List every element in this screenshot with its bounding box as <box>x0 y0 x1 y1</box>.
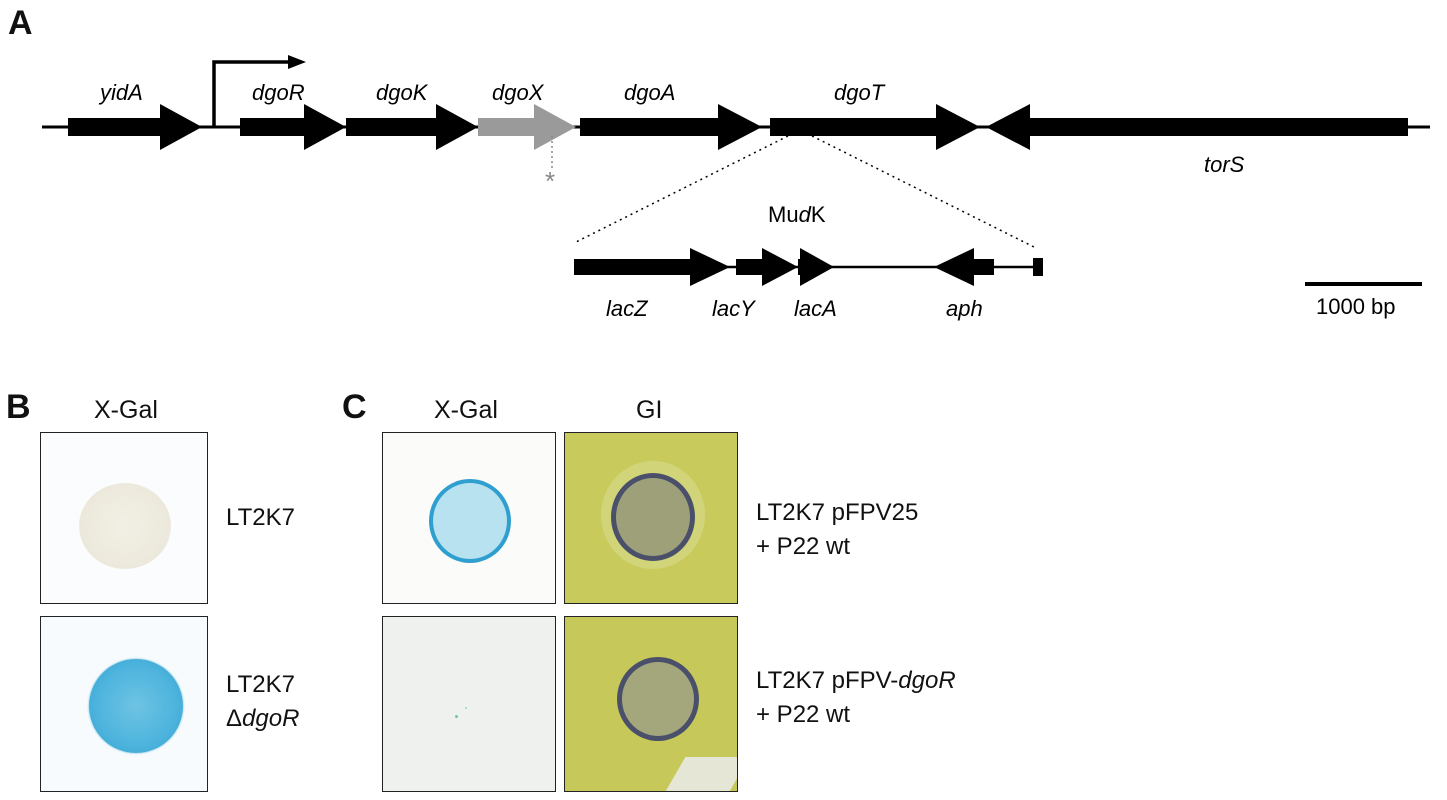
gene-map: * yidA dgoR dgoK dgoX dgoA dgoT torS Mud… <box>42 55 1430 321</box>
gene-label-dgoK: dgoK <box>376 80 429 105</box>
strain-label-b2-line1: LT2K7 <box>226 671 295 698</box>
strain-label-b2-gene: dgoR <box>242 705 300 732</box>
plaque-ring-blue <box>429 479 511 563</box>
plate-c2-xgal <box>382 616 556 792</box>
mutation-asterisk: * <box>545 166 555 196</box>
speck-2 <box>465 707 467 709</box>
strain-label-b1: LT2K7 <box>226 504 295 531</box>
strain-label-c1-prefix: LT2K7 pFPV25 <box>756 499 919 526</box>
strain-label-b2-line2: ΔdgoR <box>226 702 299 736</box>
gene-label-torS: torS <box>1204 152 1245 177</box>
promoter-arrowhead <box>288 55 306 69</box>
gene-label-lacZ: lacZ <box>606 296 649 321</box>
gene-yidA-arrow <box>68 104 202 150</box>
insert-name-pre: Mu <box>768 202 799 227</box>
gene-label-dgoR: dgoR <box>252 80 305 105</box>
gene-label-dgoT: dgoT <box>834 80 886 105</box>
gene-label-aph: aph <box>946 296 983 321</box>
strain-label-b2: LT2K7 ΔdgoR <box>226 668 299 736</box>
gene-dgoT-arrow <box>770 104 980 150</box>
plate-b-lt2k7 <box>40 432 208 604</box>
strain-label-c1-line1: LT2K7 pFPV25 <box>756 496 918 530</box>
gene-lacA-arrow <box>798 248 834 286</box>
gene-dgoX-arrow <box>478 104 576 150</box>
panel-b-xgal-header: X-Gal <box>94 396 158 424</box>
strain-label-c1: LT2K7 pFPV25 + P22 wt <box>756 496 918 564</box>
strain-label-c2-prefix: LT2K7 pFPV- <box>756 667 899 694</box>
plaque-ring-dark <box>617 657 699 741</box>
strain-label-c2-gene: dgoR <box>898 667 956 694</box>
panel-a-letter: A <box>8 4 33 42</box>
plaque-ring-dark <box>611 473 695 561</box>
plate-c1-gi <box>564 432 738 604</box>
strain-label-c2-line2: + P22 wt <box>756 701 851 728</box>
plate-c2-gi <box>564 616 738 792</box>
scale-bar-label: 1000 bp <box>1316 294 1396 319</box>
gene-label-yidA: yidA <box>98 80 143 105</box>
insert-end-marker <box>1033 258 1043 276</box>
panel-c-letter: C <box>342 388 367 426</box>
strain-label-c2: LT2K7 pFPV-dgoR + P22 wt <box>756 664 956 732</box>
insert-expansion-left <box>575 135 789 243</box>
gene-label-dgoA: dgoA <box>624 80 675 105</box>
gene-label-dgoX: dgoX <box>492 80 545 105</box>
gene-aph-arrow <box>934 248 994 286</box>
gene-lacY-arrow <box>736 248 798 286</box>
gene-dgoK-arrow <box>346 104 478 150</box>
promoter-arrow <box>212 60 290 127</box>
panel-c-gi-header: GI <box>636 396 663 424</box>
gene-label-lacY: lacY <box>712 296 756 321</box>
insert-expansion-right <box>811 135 1037 249</box>
plate-c1-xgal <box>382 432 556 604</box>
gene-label-lacA: lacA <box>794 296 837 321</box>
colony-spot-white <box>79 483 171 569</box>
colony-spot-blue <box>89 659 183 753</box>
strain-label-c1-line2: + P22 wt <box>756 533 851 560</box>
delta-symbol: Δ <box>226 705 243 732</box>
plate-edge-shadow <box>664 757 737 791</box>
gene-lacZ-arrow <box>574 248 730 286</box>
panel-c-xgal-header: X-Gal <box>434 396 498 424</box>
gene-dgoR-arrow <box>240 104 346 150</box>
insert-name-italic: d <box>799 202 812 227</box>
gene-torS-arrow <box>986 104 1408 150</box>
plate-b-dgor-deletion <box>40 616 208 792</box>
insert-name-post: K <box>811 202 826 227</box>
strain-label-c2-line1: LT2K7 pFPV-dgoR <box>756 664 956 698</box>
panel-b-letter: B <box>6 388 31 426</box>
gene-dgoA-arrow <box>580 104 762 150</box>
speck-1 <box>455 715 458 718</box>
insert-name: MudK <box>768 202 826 227</box>
